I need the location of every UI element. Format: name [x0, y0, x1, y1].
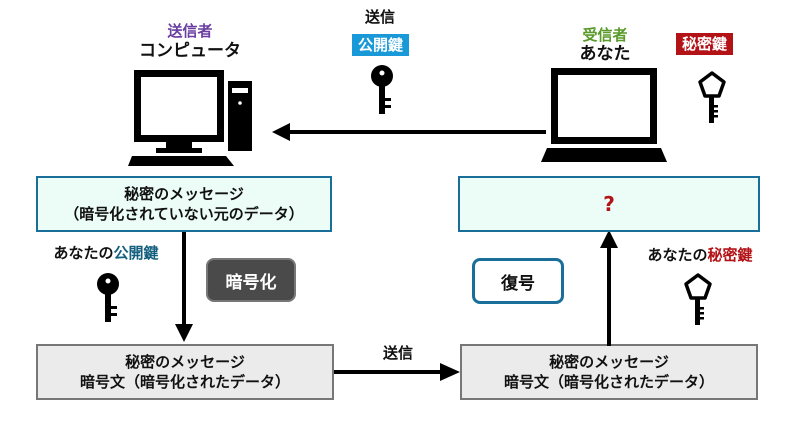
sender-role: 送信者	[167, 22, 213, 40]
public-key-tag: 公開鍵	[352, 34, 410, 56]
plaintext-line2: （暗号化されていない元のデータ）	[64, 205, 304, 223]
cipher-left-line1: 秘密のメッセージ	[125, 353, 245, 371]
encrypt-key-prefix: あなたの	[53, 244, 114, 262]
bottom-arrow	[334, 363, 460, 381]
cipher-right-line2: 暗号文（暗号化されたデータ）	[503, 373, 714, 391]
cipher-right-box: 秘密のメッセージ 暗号文（暗号化されたデータ）	[460, 344, 758, 400]
plaintext-line1: 秘密のメッセージ	[124, 185, 244, 203]
cipher-left-line2: 暗号文（暗号化されたデータ）	[79, 373, 290, 391]
top-send-label: 送信	[364, 8, 395, 26]
bottom-send-label: 送信	[382, 344, 413, 362]
encrypt-key-name: 公開鍵	[113, 244, 159, 262]
encrypt-arrow	[175, 232, 193, 342]
decrypt-private-key-icon	[684, 273, 712, 325]
decrypt-action-badge: 復号	[472, 258, 564, 304]
cipher-right-line1: 秘密のメッセージ	[549, 353, 669, 371]
result-box: ?	[458, 176, 760, 232]
decrypt-key-label: あなたの秘密鍵	[630, 246, 770, 264]
public-key-icon	[371, 65, 393, 114]
top-arrow	[272, 123, 546, 141]
encrypt-key-label: あなたの公開鍵	[36, 244, 176, 262]
encrypt-action-badge: 暗号化	[206, 258, 296, 302]
decrypt-arrow	[600, 230, 618, 346]
receiver-name: あなた	[579, 44, 631, 64]
result-unknown: ?	[603, 192, 615, 216]
plaintext-box: 秘密のメッセージ （暗号化されていない元のデータ）	[36, 176, 332, 232]
cipher-left-box: 秘密のメッセージ 暗号文（暗号化されたデータ）	[36, 344, 334, 400]
laptop-icon	[541, 68, 667, 162]
encrypt-public-key-icon	[97, 273, 119, 322]
private-key-tag: 秘密鍵	[676, 33, 734, 55]
private-key-icon	[698, 71, 726, 123]
receiver-role: 受信者	[582, 26, 628, 44]
desktop-computer-icon	[128, 70, 252, 166]
decrypt-key-name: 秘密鍵	[707, 246, 753, 264]
decrypt-key-prefix: あなたの	[647, 246, 708, 264]
sender-name: コンピュータ	[139, 41, 241, 61]
